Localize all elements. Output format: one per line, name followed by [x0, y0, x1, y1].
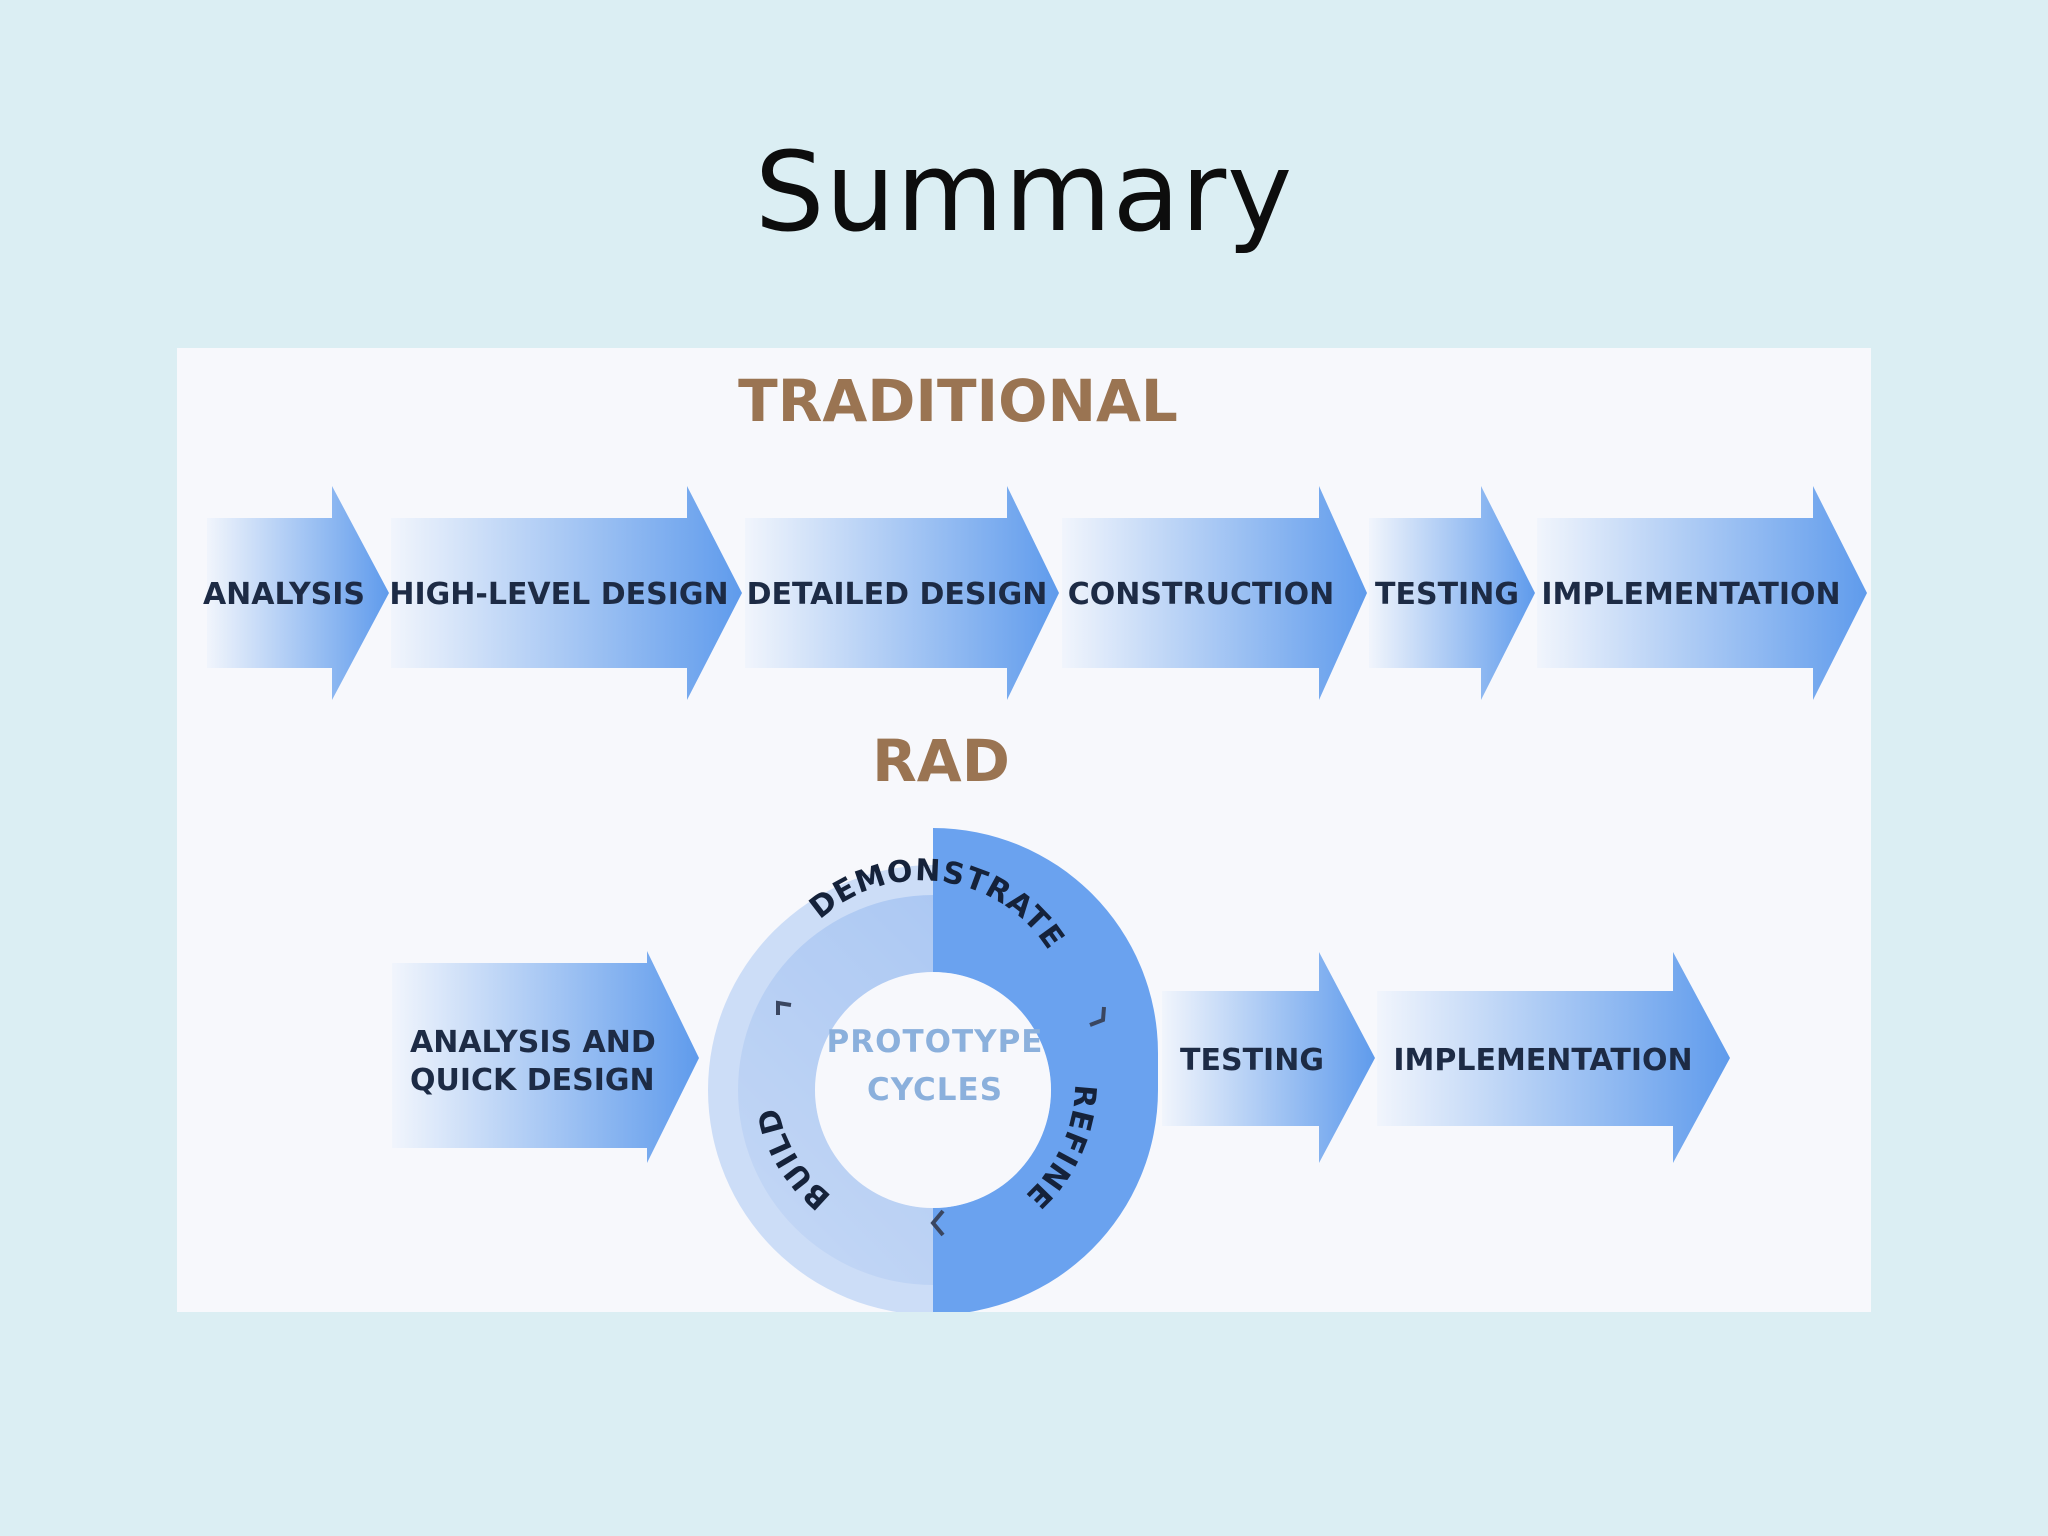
prototype-cycle: PROTOTYPE CYCLES DEMONSTRATE REFINE BUIL… [708, 828, 1158, 1312]
step-label-detailed-design: DETAILED DESIGN [747, 577, 1048, 612]
step-label-construction: CONSTRUCTION [1068, 577, 1334, 612]
cycle-ring-lower [708, 865, 933, 1312]
arrow-analysis-quick-design [392, 951, 699, 1163]
traditional-flow: ANALYSIS HIGH-LEVEL DESIGN DETAILED DESI… [203, 486, 1867, 700]
arrow-construction [1062, 486, 1367, 700]
diagram-panel: TRADITIONAL ANALYSIS HIGH-LEVEL DESIGN D… [177, 348, 1871, 1312]
step-label-analysis-and: ANALYSIS AND [410, 1025, 656, 1060]
cycle-arrow-right-icon [1089, 1006, 1106, 1027]
slide-title: Summary [754, 128, 1294, 256]
cycle-arrow-top-left-icon [776, 1000, 792, 1015]
arrow-rad-testing [1162, 952, 1375, 1163]
step-label-quick-design: QUICK DESIGN [410, 1063, 655, 1098]
step-label-testing: TESTING [1375, 577, 1519, 612]
arrow-rad-implementation [1377, 952, 1730, 1163]
traditional-heading: TRADITIONAL [738, 367, 1178, 435]
cycle-center [815, 972, 1051, 1208]
arrow-testing [1369, 486, 1535, 700]
step-label-high-level-design: HIGH-LEVEL DESIGN [389, 577, 728, 612]
arrow-analysis [207, 486, 389, 700]
arrow-detailed-design [745, 486, 1059, 700]
step-label-implementation: IMPLEMENTATION [1541, 577, 1840, 612]
step-label-rad-implementation: IMPLEMENTATION [1393, 1043, 1692, 1078]
process-diagram: TRADITIONAL ANALYSIS HIGH-LEVEL DESIGN D… [203, 367, 1867, 1312]
rad-heading: RAD [872, 727, 1010, 795]
arrow-high-level-design [391, 486, 742, 700]
cycle-arrow-bottom-icon [930, 1209, 945, 1237]
step-label-rad-testing: TESTING [1180, 1043, 1324, 1078]
arrow-implementation [1537, 486, 1867, 700]
cycle-ring-highlight [933, 828, 1158, 1312]
cycle-center-label-prototype: PROTOTYPE [827, 1024, 1044, 1060]
step-label-analysis: ANALYSIS [203, 577, 365, 612]
cycle-center-label-cycles: CYCLES [867, 1072, 1003, 1108]
